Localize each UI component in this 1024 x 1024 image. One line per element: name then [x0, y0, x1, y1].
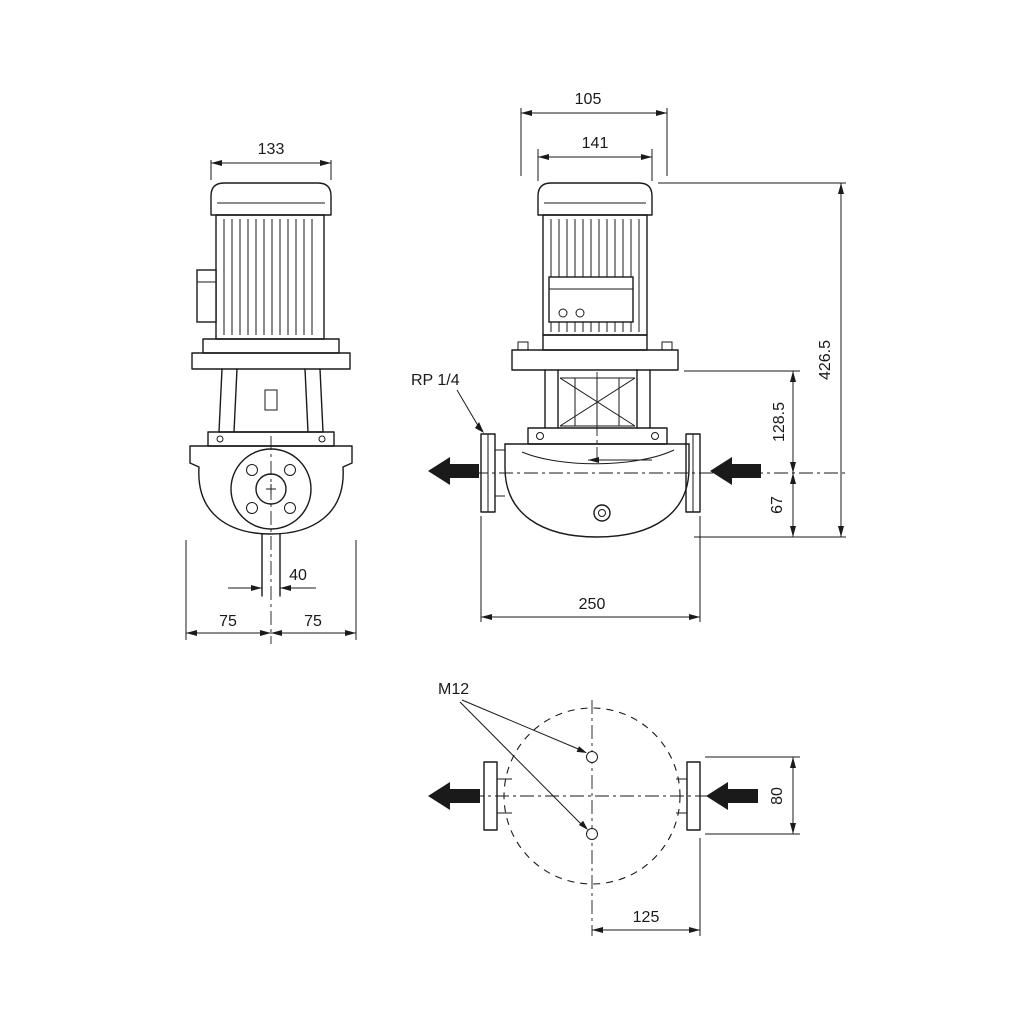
dim-port-to-port: 250 [480, 516, 701, 622]
dim-label-125: 125 [633, 909, 660, 926]
discharge-flange-top [676, 761, 701, 831]
flange-bolt [517, 341, 529, 351]
flow-arrow-right-top [706, 782, 758, 810]
bolt-hole [284, 502, 296, 514]
seal-plate-side [527, 427, 668, 445]
motor-front [191, 182, 351, 370]
coupling-front [264, 389, 278, 411]
bolt-hole-callout: M12 [438, 681, 588, 830]
motor-base-band-side [542, 334, 648, 351]
pump-body-outline-dashed [503, 707, 681, 885]
dim-arrow-left [186, 630, 197, 636]
motor-side [511, 182, 679, 371]
motor-fins-front [223, 219, 313, 335]
motor-fins-side [550, 219, 640, 332]
dim-arrow-left [211, 160, 222, 166]
dim-center-to-flange: 125 [592, 838, 701, 936]
dim-arrow-right [345, 630, 356, 636]
gauge-port-callout: RP 1/4 [411, 372, 484, 433]
dim-label-250: 250 [579, 596, 606, 613]
dim-label-67: 67 [769, 496, 786, 514]
bolt-hole-top [586, 751, 598, 763]
dim-arrow-center-left [271, 630, 282, 636]
dim-label-80: 80 [769, 787, 786, 805]
dim-label-105: 105 [575, 91, 602, 108]
motor-flange-plate-side [511, 349, 679, 371]
leader-line [456, 389, 481, 430]
dim-heights: 128.5 67 426.5 [658, 182, 846, 538]
dim-arrow-right [251, 585, 262, 591]
flow-arrow-right-side [710, 457, 761, 485]
dim-arrow-right [320, 160, 331, 166]
dim-label-141: 141 [582, 135, 609, 152]
suction-flange-top [483, 761, 512, 831]
cable-gland [575, 308, 585, 318]
front-view: 133 40 75 75 [185, 141, 357, 644]
dim-arrow-left [280, 585, 291, 591]
port-flange-face [230, 448, 312, 530]
dim-motor-width-front: 133 [210, 141, 332, 180]
leader-arrow [578, 820, 588, 830]
dim-label-75-left: 75 [219, 613, 237, 630]
dim-arrow-center-right [260, 630, 271, 636]
bolt-hole [246, 502, 258, 514]
motor-stool-side [544, 369, 651, 429]
dim-motor-depth: 105 [520, 91, 668, 176]
terminal-box-side [548, 276, 634, 323]
motor-base-band-front [202, 338, 340, 354]
port-bore [255, 473, 287, 505]
dim-label-75-right: 75 [304, 613, 322, 630]
bolt-hole [246, 464, 258, 476]
flange-bolt [661, 341, 673, 351]
dim-label-426-5: 426.5 [817, 340, 834, 380]
dim-foot-half-widths: 75 75 [185, 540, 357, 640]
dim-motor-diameter: 141 [537, 135, 653, 181]
dim-hole-spacing: 80 [705, 756, 800, 835]
side-view: RP 1/4 105 141 250 [411, 91, 846, 622]
leader-line [459, 701, 585, 828]
flow-arrow-left-top [428, 782, 480, 810]
motor-flange-plate-front [191, 352, 351, 370]
dim-label-40: 40 [289, 567, 307, 584]
drain-plug [593, 504, 611, 522]
volute-side [480, 433, 701, 538]
leader-line [461, 699, 584, 752]
dim-label-133: 133 [258, 141, 285, 158]
dim-port-diameter-front: 40 [228, 567, 316, 591]
bolt-hole-label: M12 [438, 681, 469, 698]
bolt-hole-bottom [586, 828, 598, 840]
flow-arrow-left-side [428, 457, 479, 485]
leader-arrow [475, 422, 484, 433]
top-view: M12 80 125 [428, 681, 800, 936]
drain-stem-front [261, 533, 281, 597]
terminal-box-front [196, 269, 217, 323]
pump-housing-front [189, 445, 353, 597]
internal-flow-arrow [588, 457, 599, 463]
dim-label-128-5: 128.5 [771, 402, 788, 442]
motor-stool-front [218, 368, 324, 433]
bolt-hole [284, 464, 296, 476]
leader-arrow [576, 746, 587, 753]
gauge-port-label: RP 1/4 [411, 372, 460, 389]
cable-gland [558, 308, 568, 318]
